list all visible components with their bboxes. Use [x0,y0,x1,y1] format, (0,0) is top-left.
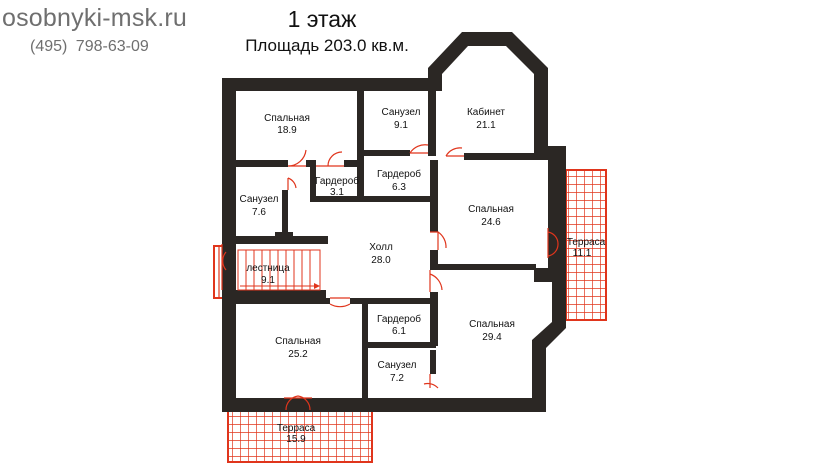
room-area-bedroom-4: 25.2 [288,349,308,360]
room-name-hall: Холл [369,242,393,253]
site-name: osobnyki-msk.ru [2,4,187,32]
room-name-bedroom-4: Спальная [275,336,321,347]
room-area-terrace-right: 11.1 [573,248,592,259]
stairs-shape [237,249,321,291]
room-area-bedroom-3: 29.4 [482,332,502,343]
room-name-terrace-right: Терраса [567,237,606,248]
room-area-bathroom-3: 7.2 [390,373,404,384]
plan-title: 1 этаж [287,6,357,32]
doors [221,144,559,411]
room-name-wardrobe-3: Гардероб [377,313,421,325]
room-name-wardrobe-2: Гардероб [377,168,421,180]
room-area-terrace-bottom: 15.9 [286,434,306,445]
inner-walls [236,91,536,398]
room-name-bathroom-2: Санузел [240,194,279,205]
room-area-bedroom-1: 18.9 [277,125,297,136]
site-phone: (495) 798-63-09 [30,38,149,55]
room-area-bathroom-2: 7.6 [252,207,266,218]
room-area-bedroom-2: 24.6 [481,217,501,228]
room-name-office: Кабинет [467,106,505,118]
room-area-wardrobe-3: 6.1 [392,326,406,337]
room-name-bedroom-3: Спальная [469,319,515,330]
room-name-bedroom-1: Спальная [264,113,310,124]
room-labels: Спальная 18.9 Санузел 9.1 Кабинет 21.1 Г… [240,106,606,445]
room-area-wardrobe-2: 6.3 [392,182,406,193]
room-area-office: 21.1 [476,120,496,131]
room-name-bedroom-2: Спальная [468,204,514,215]
outer-walls [222,32,566,412]
room-name-terrace-bottom: Терраса [277,423,316,434]
room-area-hall: 28.0 [371,255,391,266]
room-area-bathroom-1: 9.1 [394,120,408,131]
room-name-wardrobe-1: Гардероб [315,175,359,187]
room-name-bathroom-1: Санузел [382,107,421,118]
plan-area: Площадь 203.0 кв.м. [245,36,409,55]
room-name-stairs: лестница [246,263,290,274]
room-name-bathroom-3: Санузел [378,360,417,371]
room-area-wardrobe-1: 3.1 [330,187,344,198]
room-area-stairs: 9.1 [261,275,275,286]
